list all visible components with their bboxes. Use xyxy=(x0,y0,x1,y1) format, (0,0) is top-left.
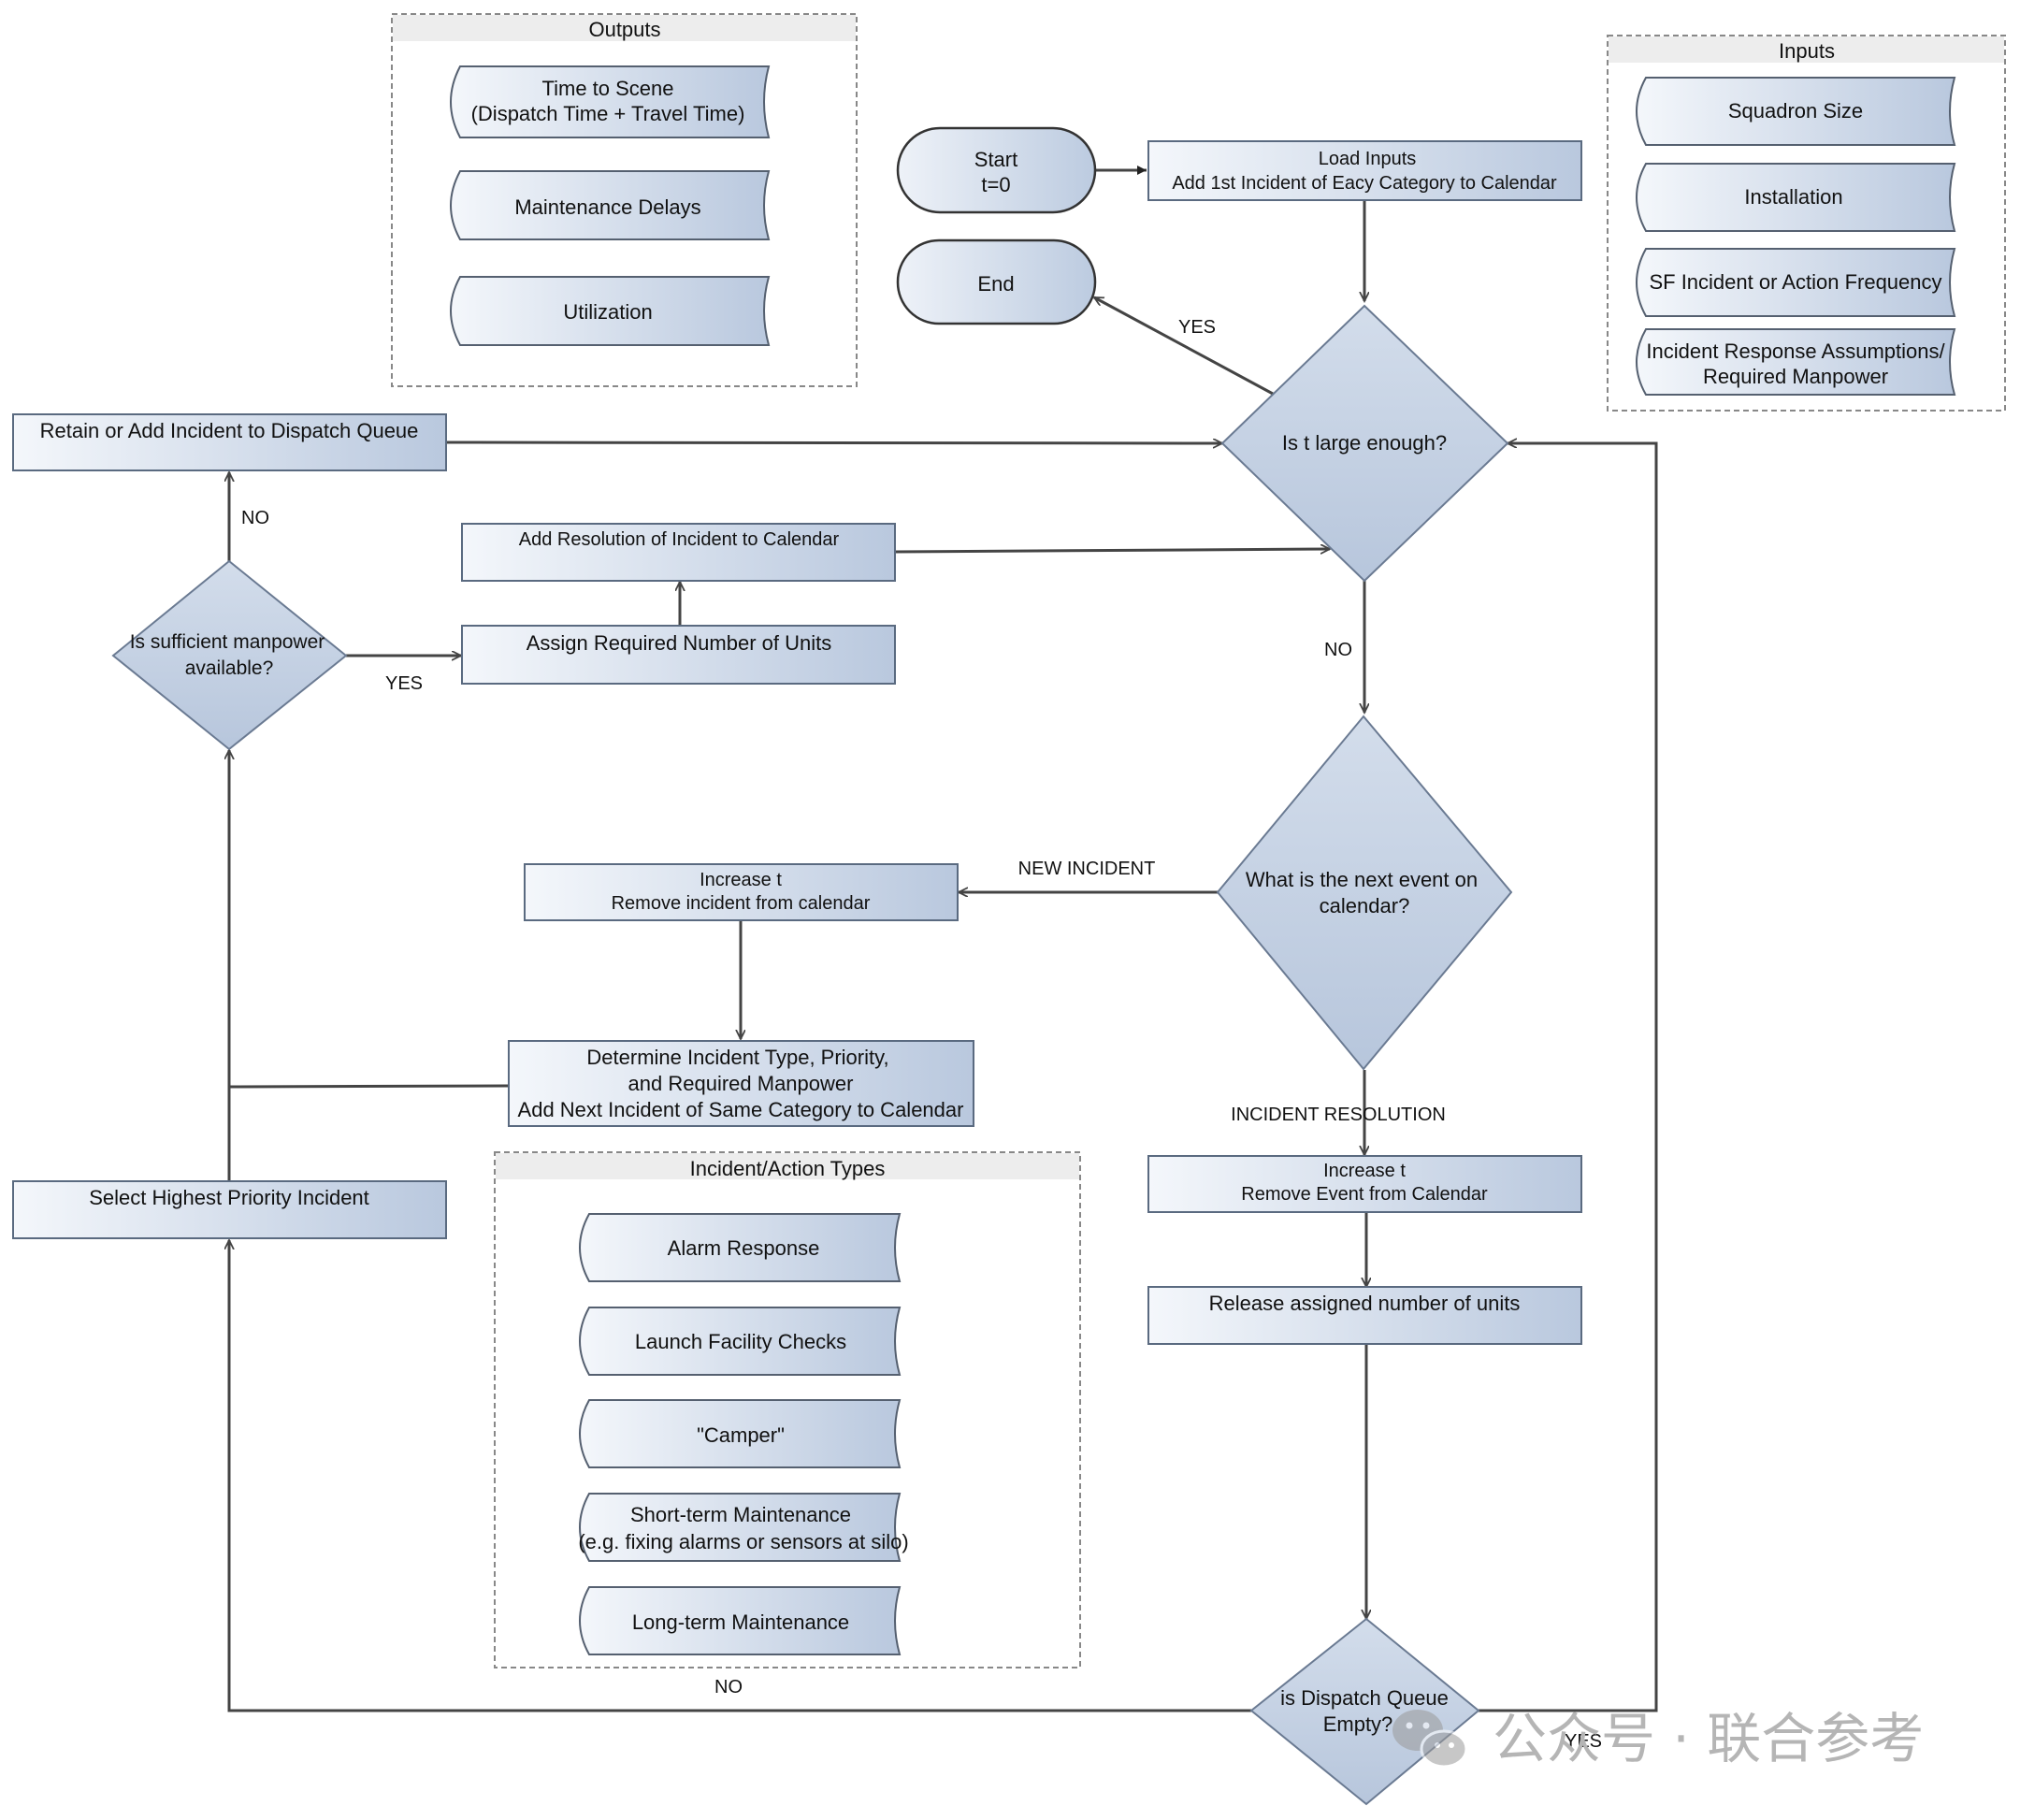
load-inputs-line2: Add 1st Incident of Eacy Category to Cal… xyxy=(1172,173,1557,194)
edge-queue-no-to-select xyxy=(229,1240,1251,1712)
type-alarm-response-label: Alarm Response xyxy=(668,1236,820,1260)
determine-type-line1: Determine Incident Type, Priority, xyxy=(586,1046,888,1069)
queue-empty-line1: is Dispatch Queue xyxy=(1280,1686,1449,1710)
node-add-resolution: Add Resolution of Incident to Calendar xyxy=(461,523,896,582)
input-squadron-size-label: Squadron Size xyxy=(1728,99,1863,123)
input-response-assumptions-line2: Required Manpower xyxy=(1703,365,1888,388)
watermark: 公众号 · 联合参考 xyxy=(1392,1707,1924,1770)
node-sufficient-manpower: Is sufficient manpower available? xyxy=(111,559,348,751)
node-queue-empty: is Dispatch Queue Empty? xyxy=(1249,1617,1480,1806)
incident-types-title: Incident/Action Types xyxy=(690,1157,886,1180)
label-incident-resolution: INCIDENT RESOLUTION xyxy=(1231,1105,1446,1125)
input-sf-frequency-label: SF Incident or Action Frequency xyxy=(1649,270,1941,294)
queue-empty-line2: Empty? xyxy=(1323,1712,1393,1736)
sufficient-manpower-line2: available? xyxy=(185,657,274,679)
inputs-title: Inputs xyxy=(1779,39,1835,63)
node-end: End xyxy=(896,238,1097,325)
output-time-to-scene-line2: (Dispatch Time + Travel Time) xyxy=(471,102,745,125)
edge-tlarge-to-end xyxy=(1094,296,1274,396)
node-release-units: Release assigned number of units xyxy=(1147,1286,1582,1345)
node-start: Start t=0 xyxy=(896,126,1097,214)
outputs-title: Outputs xyxy=(588,18,660,41)
node-t-large-enough: Is t large enough? xyxy=(1220,304,1509,583)
start-line1: Start xyxy=(974,148,1017,171)
label-new-incident: NEW INCIDENT xyxy=(1018,859,1156,879)
output-time-to-scene-line1: Time to Scene xyxy=(541,77,673,100)
node-retain-queue: Retain or Add Incident to Dispatch Queue xyxy=(12,413,447,471)
retain-queue-label: Retain or Add Incident to Dispatch Queue xyxy=(40,419,419,442)
watermark-text: 公众号 · 联合参考 xyxy=(1493,1707,1924,1770)
output-maintenance-delays-label: Maintenance Delays xyxy=(514,195,700,219)
label-yes-assign: YES xyxy=(385,673,423,694)
label-no-retain: NO xyxy=(241,508,269,528)
start-line2: t=0 xyxy=(981,173,1010,196)
node-increase-t-incident: Increase t Remove incident from calendar xyxy=(524,863,959,921)
node-assign-units: Assign Required Number of Units xyxy=(461,625,896,685)
label-no-next: NO xyxy=(1324,640,1352,660)
input-installation xyxy=(1636,163,1956,232)
edge-retain-to-tlarge xyxy=(445,442,1222,443)
input-installation-label: Installation xyxy=(1744,185,1842,209)
select-priority-label: Select Highest Priority Incident xyxy=(89,1186,369,1209)
next-event-line2: calendar? xyxy=(1320,894,1410,917)
load-inputs-line1: Load Inputs xyxy=(1319,149,1417,169)
type-camper-label: "Camper" xyxy=(697,1423,785,1447)
label-yes-end: YES xyxy=(1178,317,1216,338)
node-determine-type: Determine Incident Type, Priority, and R… xyxy=(508,1040,974,1127)
node-increase-t-event: Increase t Remove Event from Calendar xyxy=(1147,1155,1582,1213)
node-select-priority: Select Highest Priority Incident xyxy=(12,1180,447,1239)
edge-determine-to-manpower xyxy=(229,750,509,1089)
input-squadron-size xyxy=(1636,77,1956,146)
release-units-label: Release assigned number of units xyxy=(1209,1292,1521,1315)
output-maintenance-delays xyxy=(450,170,771,240)
edge-labels: YES NO NO YES NEW INCIDENT INCIDENT RESO… xyxy=(241,317,1602,1752)
outputs-group: Outputs Time to Scene (Dispatch Time + T… xyxy=(391,13,858,387)
output-utilization xyxy=(450,276,771,346)
type-long-term-maintenance xyxy=(579,1586,902,1655)
connectors xyxy=(229,166,1658,1712)
increase-t-event-line1: Increase t xyxy=(1323,1161,1406,1181)
sufficient-manpower-line1: Is sufficient manpower xyxy=(130,631,325,653)
node-next-event: What is the next event on calendar? xyxy=(1216,715,1513,1071)
edge-queue-yes-to-tlarge xyxy=(1479,443,1658,1712)
determine-type-line3: Add Next Incident of Same Category to Ca… xyxy=(518,1098,964,1121)
type-launch-facility-checks xyxy=(579,1307,902,1376)
type-camper xyxy=(579,1399,902,1468)
node-load-inputs: Load Inputs Add 1st Incident of Eacy Cat… xyxy=(1147,140,1582,201)
output-utilization-label: Utilization xyxy=(563,300,652,324)
assign-units-label: Assign Required Number of Units xyxy=(527,631,831,655)
input-response-assumptions xyxy=(1636,328,1956,396)
wechat-icon xyxy=(1392,1710,1468,1769)
label-yes-queue: YES xyxy=(1565,1731,1602,1752)
increase-t-incident-line1: Increase t xyxy=(700,870,782,890)
incident-types-group: Incident/Action Types Alarm Response Lau… xyxy=(494,1151,1081,1668)
next-event-line1: What is the next event on xyxy=(1246,868,1478,891)
type-alarm-response xyxy=(579,1213,902,1282)
increase-t-event-line2: Remove Event from Calendar xyxy=(1241,1184,1488,1205)
type-short-term-maintenance-line1: Short-term Maintenance xyxy=(630,1503,851,1526)
end-label: End xyxy=(977,272,1014,296)
type-short-term-maintenance xyxy=(579,1493,902,1562)
label-no-queue: NO xyxy=(714,1677,743,1697)
type-launch-facility-checks-label: Launch Facility Checks xyxy=(635,1330,846,1353)
inputs-group: Inputs Squadron Size Installation SF Inc… xyxy=(1607,35,2006,412)
edge-resolution-to-tlarge xyxy=(894,549,1330,552)
input-response-assumptions-line1: Incident Response Assumptions/ xyxy=(1646,339,1945,363)
input-sf-frequency xyxy=(1636,248,1956,317)
type-short-term-maintenance-line2: (e.g. fixing alarms or sensors at silo) xyxy=(578,1530,908,1553)
output-time-to-scene xyxy=(450,65,771,138)
determine-type-line2: and Required Manpower xyxy=(628,1072,854,1095)
add-resolution-label: Add Resolution of Incident to Calendar xyxy=(519,529,840,550)
t-large-label: Is t large enough? xyxy=(1282,431,1447,455)
type-long-term-maintenance-label: Long-term Maintenance xyxy=(632,1611,849,1634)
increase-t-incident-line2: Remove incident from calendar xyxy=(612,893,871,914)
